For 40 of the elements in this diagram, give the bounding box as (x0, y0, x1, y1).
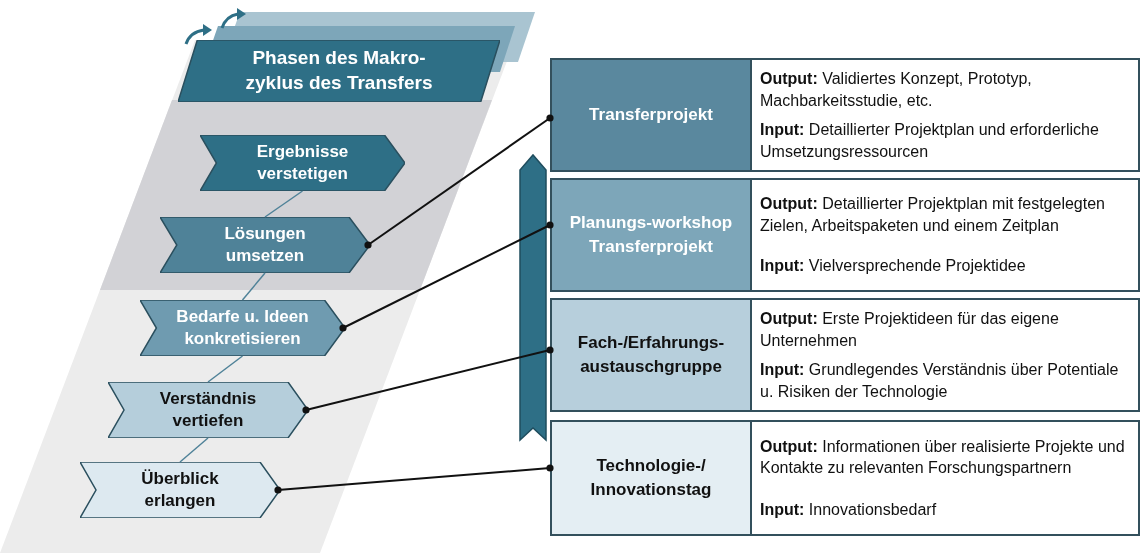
connector-line (339, 221, 554, 332)
phase-link (179, 437, 209, 463)
format-cell (550, 298, 752, 412)
phase-box (80, 462, 280, 518)
phase-box (140, 300, 345, 356)
phase-link (241, 272, 266, 301)
title-banner (178, 40, 500, 102)
format-label: Planungs-workshop Transferprojekt (568, 212, 734, 258)
input-text: Input: Grundlegendes Verständnis über Potentiale u. Risiken der Technologie (760, 359, 1120, 402)
phase-label: Ergebnisse verstetigen (255, 140, 350, 185)
phase-label: Verständnis vertiefen (158, 387, 258, 432)
description-cell (750, 58, 1140, 172)
phase-box (108, 382, 308, 438)
input-text: Input: Innovationsbedarf (760, 499, 938, 520)
input-text: Input: Vielversprechende Projektidee (760, 256, 1027, 277)
title-text: Phasen des Makro-zyklus des Transfers (244, 46, 434, 95)
phase-box (160, 217, 370, 273)
phase-link (207, 355, 244, 383)
format-label: Transferprojekt (588, 104, 714, 127)
format-cell (550, 178, 752, 292)
output-text: Output: Erste Projektideen für das eigene Unternehmen (760, 308, 1060, 351)
phase-label: Überblick erlangen (140, 467, 220, 512)
description-cell (750, 178, 1140, 292)
output-text: Output: Validiertes Konzept, Prototyp, Machbarkeitsstudie, etc. (760, 68, 1033, 111)
phase-box (200, 135, 405, 191)
format-label: Fach-/Erfahrungs-austauschgruppe (576, 332, 726, 378)
output-text: Output: Informationen über realisierte Projekte und Kontakte zu relevanten Forschungspartnern (760, 436, 1126, 479)
format-cell (550, 420, 752, 536)
connector-line (364, 114, 554, 249)
phase-link (264, 190, 304, 218)
connector-line (274, 464, 554, 494)
format-cell (550, 58, 752, 172)
output-text: Output: Detaillierter Projektplan mit festgelegten Zielen, Arbeitspaketen und einem Zeitplan (760, 194, 1106, 236)
description-cell (750, 420, 1140, 536)
phase-label: Lösungen umsetzen (223, 222, 307, 267)
format-label: Technologie-/Innovationstag (589, 455, 713, 501)
connector-line (302, 346, 554, 414)
phase-label: Bedarfe u. Ideen konkretisieren (175, 305, 310, 350)
description-cell (750, 298, 1140, 412)
input-text: Input: Detaillierter Projektplan und erforderliche Umsetzungsressourcen (760, 119, 1100, 162)
